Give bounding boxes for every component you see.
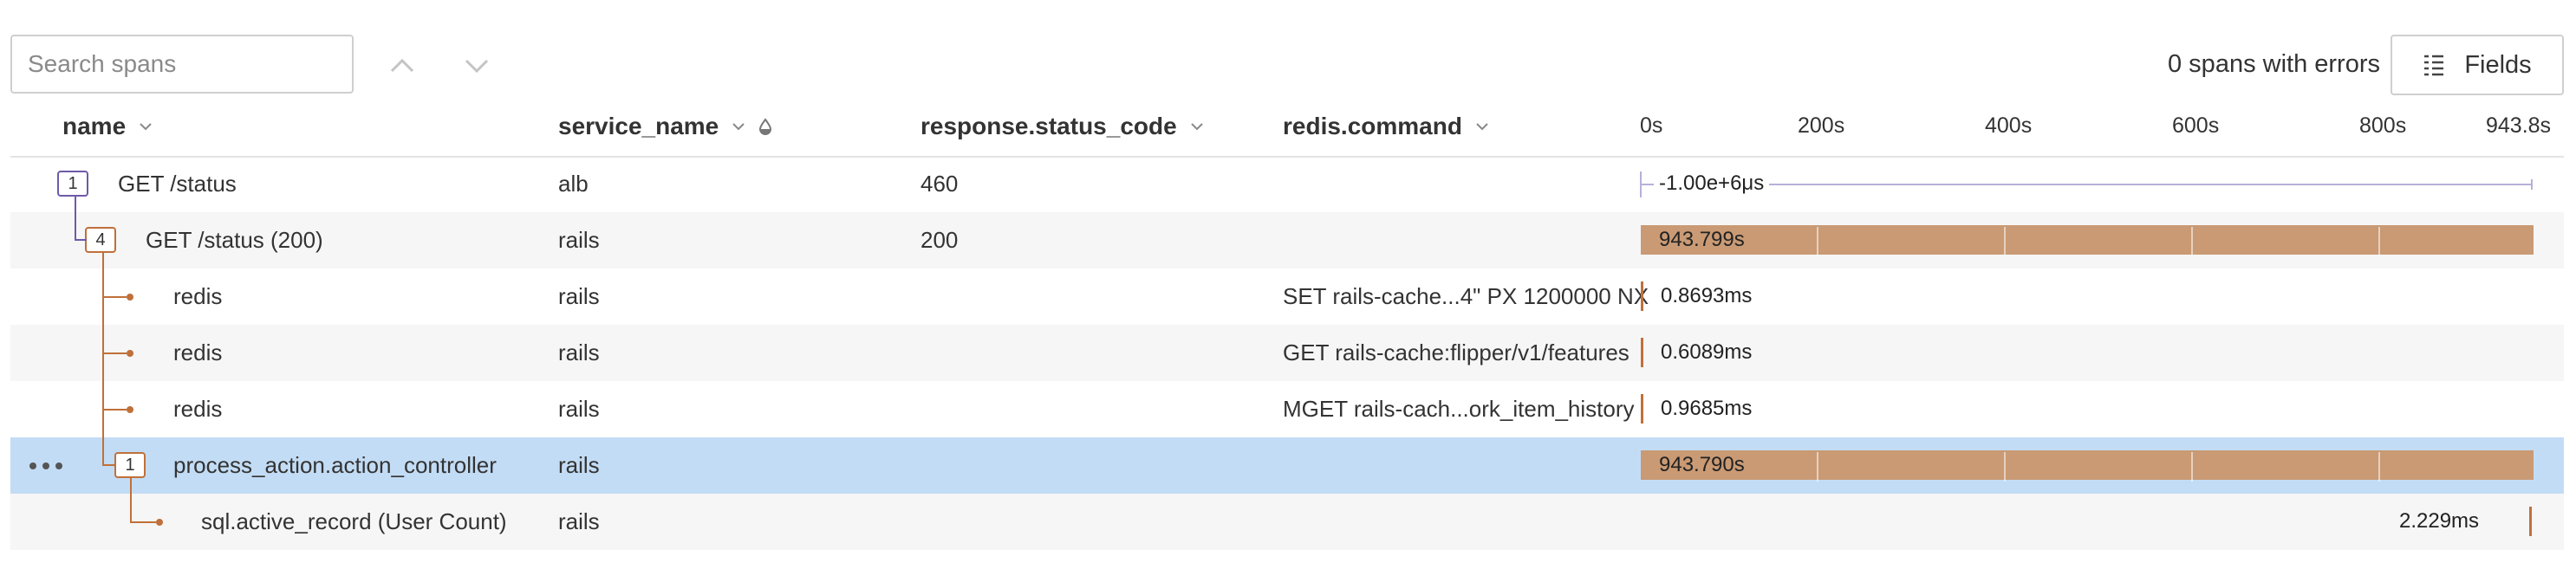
span-name: GET /status [118,171,237,197]
span-duration: 0.6089ms [1661,340,1753,364]
span-name: redis [173,396,223,422]
span-name: GET /status (200) [146,227,323,253]
row-actions-more-icon[interactable] [29,437,62,494]
error-count-text: 0 spans with errors [2168,50,2380,78]
tree-leaf-dot [127,294,133,301]
timeline-tick: 943.8s [2486,113,2552,138]
tree-leaf-dot [156,519,163,526]
child-count-badge[interactable]: 4 [85,227,116,253]
search-spans-field[interactable] [10,35,354,94]
trace-row-selected[interactable]: 1 process_action.action_controller rails… [10,437,2564,494]
redis-command: MGET rails-cach...ork_item_history [1283,396,1635,422]
span-name: redis [173,340,223,365]
timeline-gridline [1817,452,1818,482]
timeline-gridline [2191,227,2193,256]
timeline-gridline [1817,227,1818,256]
tree-connector [130,521,156,523]
span-duration-bar[interactable] [1641,450,2534,480]
span-duration-bar[interactable] [1641,281,1643,311]
service-name: rails [558,452,600,478]
trace-row[interactable]: 1 GET /status alb 460 -1.00e+6μs [10,156,2564,212]
span-duration-line [1640,184,2533,185]
service-name: rails [558,508,600,534]
trace-row[interactable]: redis rails MGET rails-cach...ork_item_h… [10,381,2564,437]
status-code: 200 [920,227,959,253]
span-name: sql.active_record (User Count) [201,508,507,534]
tree-leaf-dot [127,350,133,357]
tree-connector [75,197,76,240]
timeline-gridline [2004,227,2006,256]
span-duration-bar[interactable] [2529,507,2532,536]
chevron-up-icon [390,58,414,73]
status-code: 460 [920,171,959,197]
previous-match-button[interactable] [385,50,420,80]
trace-row[interactable]: sql.active_record (User Count) rails 2.2… [10,494,2564,550]
tree-connector [102,296,127,298]
service-name: rails [558,340,600,365]
trace-row[interactable]: redis rails GET rails-cache:flipper/v1/f… [10,325,2564,381]
span-duration: -1.00e+6μs [1654,171,1770,197]
redis-command: GET rails-cache:flipper/v1/features [1283,340,1630,365]
sort-chevron-icon [1190,123,1203,131]
span-duration-bar[interactable] [1641,394,1643,424]
tree-connector [102,352,127,354]
child-count-badge[interactable]: 1 [57,171,88,197]
tree-connector [75,239,87,241]
search-spans-input[interactable] [12,36,352,92]
column-header-name-label: name [62,113,127,139]
column-header-service-name[interactable]: service_name [558,113,772,140]
span-duration: 943.799s [1654,227,1750,253]
sort-chevron-icon [1476,123,1488,131]
span-duration: 0.9685ms [1661,397,1753,420]
timeline-tick: 400s [1985,113,2033,138]
redis-command: SET rails-cache...4" PX 1200000 NX [1283,283,1649,309]
sort-chevron-icon [140,123,152,131]
trace-row[interactable]: 4 GET /status (200) rails 200 943.799s [10,212,2564,268]
child-count-badge[interactable]: 1 [114,452,146,478]
span-duration-bar[interactable] [1641,225,2534,255]
timeline-tick: 600s [2172,113,2220,138]
timeline-gridline [2191,452,2193,482]
span-duration: 2.229ms [2399,509,2480,533]
column-header-redis-command-label: redis.command [1283,113,1462,139]
tree-connector [130,478,132,522]
service-name: alb [558,171,589,197]
column-header-status-code[interactable]: response.status_code [920,113,1205,140]
trace-row[interactable]: redis rails SET rails-cache...4" PX 1200… [10,268,2564,325]
column-header-redis-command[interactable]: redis.command [1283,113,1490,140]
column-header-status-code-label: response.status_code [920,113,1177,139]
tree-leaf-dot [127,406,133,413]
tree-connector [102,464,114,466]
tree-connector [102,253,104,465]
timeline-tick: 800s [2359,113,2407,138]
timeline-gridline [2378,452,2380,482]
header-divider [10,156,2564,158]
span-end-marker [2531,179,2533,190]
column-header-name[interactable]: name [62,113,153,140]
fields-list-icon [2424,55,2444,76]
span-name: process_action.action_controller [173,452,497,478]
timeline-tick: 0s [1640,113,1663,138]
service-name: rails [558,396,600,422]
chevron-down-icon [465,59,489,74]
service-name: rails [558,283,600,309]
service-name: rails [558,227,600,253]
fields-button-label: Fields [2464,50,2532,79]
sort-chevron-icon [732,123,745,131]
timeline-gridline [2004,452,2006,482]
timeline-gridline [2378,227,2380,256]
span-duration: 943.790s [1654,452,1750,478]
color-by-drop-icon[interactable] [758,118,772,135]
timeline-tick: 200s [1798,113,1845,138]
column-header-service-name-label: service_name [558,113,719,139]
tree-connector [102,409,127,411]
span-duration-bar[interactable] [1641,338,1643,367]
span-name: redis [173,283,223,309]
next-match-button[interactable] [459,50,494,80]
span-duration: 0.8693ms [1661,284,1753,307]
fields-button[interactable]: Fields [2391,35,2564,95]
